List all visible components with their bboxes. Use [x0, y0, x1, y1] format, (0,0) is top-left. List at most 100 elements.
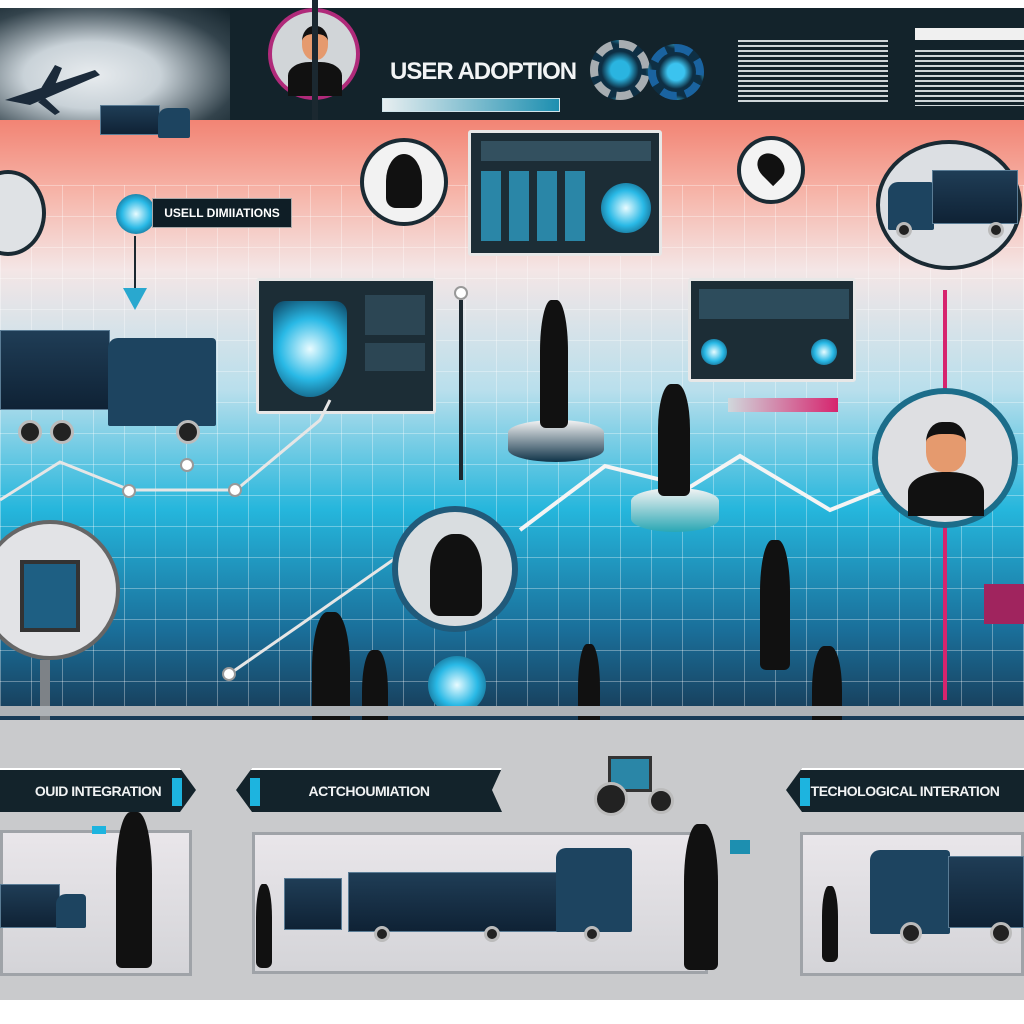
progress-bar: [728, 398, 838, 412]
truck-trailer: [100, 105, 160, 135]
automation-badge-icon: [116, 194, 156, 234]
trend-node: [222, 667, 236, 681]
truck-cab: [158, 108, 190, 138]
person-silhouette: [658, 384, 690, 496]
pedestal: [984, 584, 1024, 624]
wifi-icon: [92, 826, 106, 834]
truck-trailer: [0, 884, 60, 928]
truck-cab: [56, 894, 86, 928]
person-silhouette: [822, 886, 838, 962]
wheel: [594, 782, 628, 816]
tablet-icon: [730, 840, 750, 854]
truck-trailer: [0, 330, 110, 410]
wheel: [990, 922, 1012, 944]
truck-trailer: [348, 872, 558, 932]
user-circle-badge: [360, 138, 448, 226]
automation-badge-icon: [428, 656, 486, 714]
location-pin-icon: [751, 147, 791, 187]
monitoring-screen: [688, 278, 856, 382]
wheel: [584, 926, 600, 942]
truck-trailer: [284, 878, 342, 930]
truck-icon: [870, 842, 1024, 944]
person-avatar-icon: [430, 534, 482, 616]
trend-node: [180, 458, 194, 472]
person-silhouette: [540, 300, 568, 428]
wheel: [988, 222, 1004, 238]
truck-cab: [108, 338, 216, 426]
callout-label: USELL DIMIIATIONS: [152, 198, 292, 228]
wheel: [648, 788, 674, 814]
trend-node: [122, 484, 136, 498]
text-heading-bar: [915, 28, 1024, 40]
tractor-icon: [594, 756, 678, 816]
page-title: USER ADOPTION: [390, 58, 577, 85]
truck-trailer: [932, 170, 1018, 224]
wheel: [18, 420, 42, 444]
user-circle-badge: [872, 388, 1018, 528]
person-silhouette: [256, 884, 272, 968]
gear-icon: [590, 40, 650, 100]
person-silhouette: [116, 812, 152, 968]
trend-node: [454, 286, 468, 300]
trend-node: [228, 483, 242, 497]
person-silhouette: [760, 540, 790, 670]
stage-ribbon-2: ACTCHOUMIATION: [236, 768, 502, 812]
user-circle-badge: [392, 506, 518, 632]
ribbon-accent: [800, 778, 810, 806]
badge-post: [40, 660, 50, 736]
wheel: [374, 926, 390, 942]
airplane-icon: [5, 65, 100, 115]
screen-widget: [365, 343, 425, 371]
truck-icon: [100, 100, 192, 152]
security-screen: [256, 278, 436, 414]
screen-tiles: [481, 171, 591, 241]
truck-trailer: [948, 856, 1024, 928]
avatar-body: [908, 472, 984, 516]
tablet-icon: [20, 560, 80, 632]
truck-icon: [0, 330, 220, 445]
text-block: [738, 40, 888, 104]
screen-dial-icon: [811, 339, 837, 365]
divider: [0, 706, 1024, 716]
dashboard-screen: [468, 130, 662, 256]
truck-cab: [556, 848, 632, 932]
arrow-down-icon: [123, 288, 147, 310]
adoption-progress-bar: [382, 98, 560, 112]
person-avatar-icon: [926, 422, 966, 472]
location-pin-badge: [737, 136, 805, 204]
text-block: [915, 50, 1024, 106]
wheel: [176, 420, 200, 444]
trend-segment: [0, 399, 332, 502]
stage-label: TECHOLOGICAL INTERATION: [810, 783, 1000, 799]
screen-dial-icon: [601, 183, 651, 233]
truck-cab: [888, 182, 934, 230]
connector-line: [134, 236, 136, 288]
truck-icon: [0, 880, 92, 940]
wheel: [900, 922, 922, 944]
wheel: [896, 222, 912, 238]
screen-dial-icon: [701, 339, 727, 365]
shield-icon: [273, 301, 347, 397]
truck-cab: [870, 850, 950, 934]
truck-icon: [888, 170, 1018, 240]
ribbon-accent: [250, 778, 260, 806]
person-silhouette: [684, 824, 718, 970]
gear-icon: [648, 44, 704, 100]
trend-segment: [518, 453, 881, 532]
stage-ribbon-1: OUID INTEGRATION: [0, 768, 196, 812]
tractor-cab: [608, 756, 652, 792]
wheel: [484, 926, 500, 942]
trend-segment: [227, 546, 411, 677]
screen-header-bar: [699, 289, 849, 319]
ribbon-accent: [172, 778, 182, 806]
truck-icon: [284, 842, 634, 942]
stage-label: OUID INTEGRATION: [34, 783, 162, 799]
person-avatar-icon: [386, 154, 422, 208]
stage-label: ACTCHOUMIATION: [308, 783, 430, 799]
stage-ribbon-3: TECHOLOGICAL INTERATION: [786, 768, 1024, 812]
screen-widget: [365, 295, 425, 335]
tablet-circle-badge: [0, 520, 120, 660]
wheel: [50, 420, 74, 444]
adoption-trend-line: [0, 290, 947, 700]
screen-header-bar: [481, 141, 651, 161]
